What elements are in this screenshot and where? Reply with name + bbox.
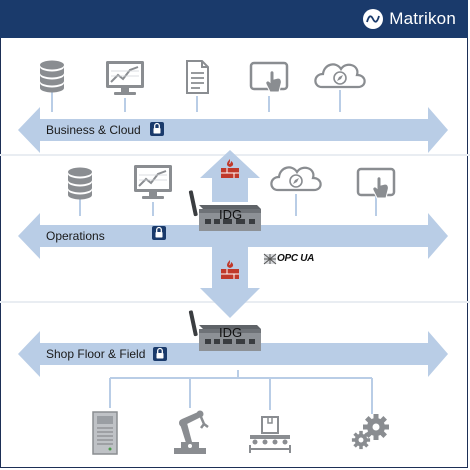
database-icon [40,60,64,93]
database-icon [68,167,92,200]
cloud-compass-icon [314,63,366,89]
matrikon-logo-icon [363,9,384,29]
conveyor-box-icon [249,416,291,454]
opc-ua-label: OPC UA [277,253,315,264]
cloud-compass-icon [270,166,322,192]
operations-connectors [79,194,377,216]
shop-floor-arrow [18,331,448,377]
downlink-arrow [200,246,260,318]
monitor-chart-icon [133,164,173,200]
business-arrow [18,107,448,153]
document-icon [186,60,209,94]
lock-icon [149,121,165,137]
gears-icon [351,414,389,450]
lock-icon [151,225,167,241]
lock-icon [152,346,168,362]
idg-label: IDG [219,207,243,222]
tablet-touch-icon [356,167,396,200]
layer-label-shop-floor: Shop Floor & Field [46,347,146,361]
header-bar: Matrikon [0,0,468,38]
monitor-chart-icon [105,60,145,96]
robot-arm-icon [172,409,210,456]
tablet-touch-icon [249,61,289,94]
opc-logo-icon [263,253,277,265]
plc-controller-icon [92,411,118,455]
shop-floor-bus [109,370,373,414]
brand: Matrikon [363,7,456,31]
layer-label-operations: Operations [46,229,105,243]
idg-label: IDG [219,325,243,340]
layer-label-business-cloud: Business & Cloud [46,123,141,137]
brand-name: Matrikon [389,9,456,28]
operations-arrow [18,213,448,259]
